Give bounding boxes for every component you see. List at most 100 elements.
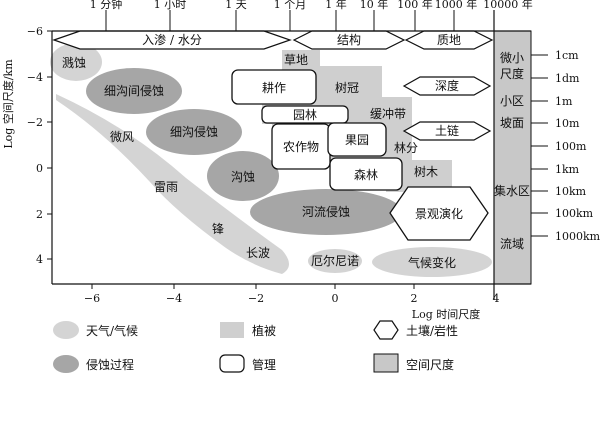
y-tick-labels: −6 −4 −2 0 2 4 [27, 25, 43, 266]
top-label-1day: 1 天 [225, 0, 247, 11]
weather-splash-label: 溅蚀 [62, 55, 86, 70]
right-scale-labels: 1cm 1dm 1m 10m 100m 1km 10km 100km 1000k… [555, 49, 600, 243]
erosion-gully [207, 151, 279, 201]
y-tick-label: −6 [27, 25, 43, 38]
top-label-100years: 100 年 [397, 0, 433, 11]
top-label-10years: 10 年 [360, 0, 389, 11]
vegetation-buffer-label: 缓冲带 [370, 106, 406, 121]
erosion-rill [146, 109, 242, 155]
vegetation-labels: 草地 树冠 缓冲带 林分 树木 [284, 53, 438, 179]
arrow-depth-label: 深度 [435, 78, 459, 93]
top-ruler-ticks [105, 10, 495, 31]
y-tick-label: −2 [27, 116, 43, 129]
y-axis-label: Log 空间尺度/km [1, 59, 15, 149]
management-tillage-label: 耕作 [262, 80, 286, 95]
bottom-axis-ticks [91, 284, 495, 289]
management-tillage-box [231, 69, 317, 105]
legend-soil-label: 土壤/岩性 [406, 324, 459, 338]
management-group [231, 69, 403, 191]
top-label-1year: 1 年 [325, 0, 347, 11]
spatial-slope-label: 坡面 [500, 116, 524, 130]
x-tick-labels: −6 −4 −2 0 2 4 [84, 292, 500, 305]
erosion-river-label: 河流侵蚀 [302, 204, 350, 219]
erosion-group [86, 68, 402, 235]
weather-climate-label: 气候变化 [408, 255, 456, 270]
legend-vegetation-swatch [220, 322, 244, 338]
spatial-catchment-label: 集水区 [494, 183, 530, 198]
x-tick-label: −6 [84, 292, 100, 305]
y-tick-label: 4 [36, 253, 43, 266]
scale-label-1000km: 1000km [555, 230, 600, 243]
weather-climate-blob [372, 247, 492, 277]
soil-arrows [52, 30, 494, 141]
arrow-soil-chain [402, 121, 492, 141]
weather-el-nino-label: 厄尔尼诺 [311, 253, 359, 268]
legend-erosion-swatch [53, 355, 79, 373]
spatial-column-labels: 微小 尺度 小区 坡面 集水区 流域 [494, 51, 530, 251]
management-forest-box [329, 157, 403, 191]
arrow-infiltration-label: 入渗 / 水分 [142, 32, 202, 47]
legend-vegetation-label: 植被 [252, 324, 277, 338]
scale-label-100km: 100km [555, 207, 594, 220]
weather-el-nino-blob [308, 249, 362, 273]
weather-band [56, 94, 289, 274]
legend-management-label: 管理 [252, 358, 277, 372]
scale-label-1km: 1km [555, 163, 580, 176]
vegetation-forest-patch-label: 林分 [394, 141, 418, 155]
scale-label-1m: 1m [555, 95, 573, 108]
vegetation-grassland-label: 草地 [284, 53, 308, 67]
scale-label-100m: 100m [555, 140, 587, 153]
scale-label-10m: 10m [555, 117, 580, 130]
x-tick-label: 0 [332, 292, 339, 305]
y-tick-label: 2 [36, 208, 43, 221]
landscape-hexagon [389, 186, 489, 241]
erosion-interrill [86, 68, 182, 114]
y-tick-label: 0 [36, 162, 43, 175]
top-time-labels: 1 分钟 1 小时 1 天 1 个月 1 年 10 年 100 年 1000 年… [90, 0, 533, 11]
landscape-label: 景观演化 [415, 206, 463, 221]
spatial-micro-label-line1: 微小 [500, 51, 524, 65]
top-label-1min: 1 分钟 [90, 0, 123, 11]
scale-label-1cm: 1cm [555, 49, 579, 62]
arrow-labels: 入渗 / 水分 结构 质地 深度 土链 [142, 32, 461, 138]
x-tick-label: −4 [166, 292, 182, 305]
weather-group [50, 43, 492, 277]
top-label-1000years: 1000 年 [435, 0, 478, 11]
arrow-texture-label: 质地 [437, 33, 461, 47]
legend-management-swatch [219, 354, 245, 373]
erosion-rill-label: 细沟侵蚀 [170, 124, 218, 139]
top-label-1month: 1 个月 [274, 0, 307, 11]
spatial-column [493, 30, 532, 285]
left-axis-ticks [47, 30, 52, 260]
management-crops-label: 农作物 [283, 140, 319, 154]
erosion-interrill-label: 细沟间侵蚀 [104, 83, 164, 98]
erosion-gully-label: 沟蚀 [231, 170, 255, 184]
weather-thunderstorm-label: 雷雨 [154, 180, 178, 194]
legend-weather-label: 天气/气候 [86, 324, 139, 338]
scale-label-1dm: 1dm [555, 72, 580, 85]
management-garden-box [261, 105, 349, 124]
spatial-basin-label: 流域 [500, 237, 524, 251]
weather-front-label: 锋 [212, 222, 224, 236]
right-scale-ticks [531, 54, 548, 237]
spatial-micro-label-line2: 尺度 [500, 66, 524, 81]
top-label-10000years: 10000 年 [483, 0, 533, 11]
y-tick-label: −4 [27, 71, 43, 84]
legend-spatial-label: 空间尺度 [406, 358, 455, 372]
legend-spatial-swatch [373, 353, 399, 373]
vegetation-tree-label: 树木 [414, 164, 438, 179]
arrow-soil-chain-label: 土链 [435, 123, 459, 138]
erosion-labels: 细沟间侵蚀 细沟侵蚀 沟蚀 河流侵蚀 [104, 83, 350, 219]
x-tick-label: −2 [248, 292, 264, 305]
management-orchard-label: 果园 [345, 133, 369, 147]
arrow-depth [402, 76, 492, 96]
x-tick-label: 2 [411, 292, 418, 305]
management-garden-label: 园林 [293, 108, 317, 122]
legend-erosion-label: 侵蚀过程 [86, 358, 135, 372]
weather-long-wave-label: 长波 [246, 246, 270, 260]
x-axis-label: Log 时间尺度 [412, 307, 480, 321]
erosion-river [250, 189, 402, 235]
legend-soil-swatch [373, 320, 399, 340]
management-orchard-box [327, 122, 387, 157]
